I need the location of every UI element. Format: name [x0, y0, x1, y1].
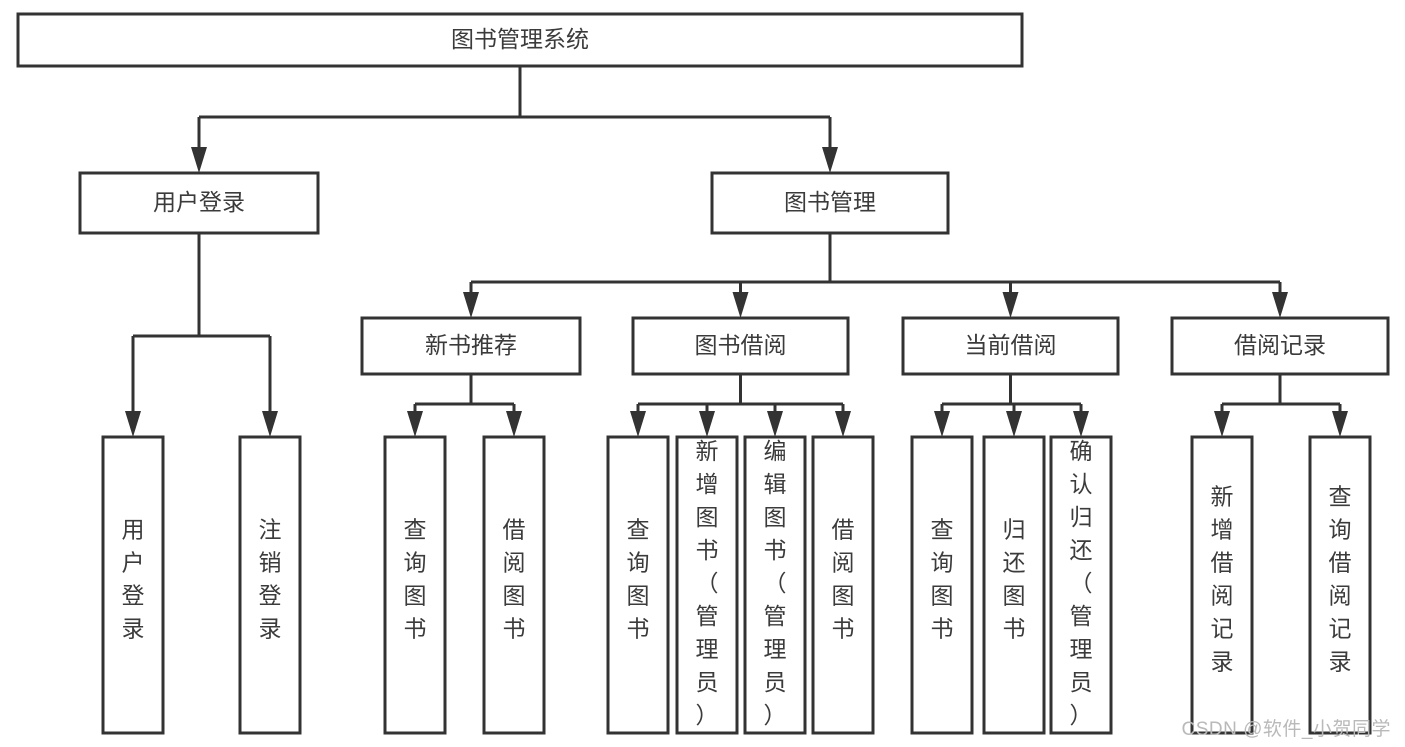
node-label: 编辑图书（管理员）: [764, 438, 787, 728]
arrow-head-icon: [1002, 292, 1019, 318]
node-box[interactable]: [910, 435, 974, 735]
node-leaf-borrow-book-2[interactable]: 借阅图书: [811, 435, 875, 735]
node-leaf-query-book-1[interactable]: 查询图书: [383, 435, 447, 735]
arrow-head-icon: [262, 411, 278, 437]
arrow-head-icon: [1073, 411, 1089, 437]
node-leaf-query-book-2[interactable]: 查询图书: [606, 435, 670, 735]
node-leaf-query-record[interactable]: 查询借阅记录: [1308, 435, 1372, 735]
arrow-head-icon: [822, 147, 838, 173]
node-box[interactable]: [101, 435, 165, 735]
arrow-head-icon: [463, 292, 479, 318]
node-box[interactable]: [78, 171, 320, 235]
node-label: 新书推荐: [425, 332, 517, 358]
connector-group: [125, 233, 278, 437]
node-box[interactable]: [16, 12, 1024, 68]
node-box[interactable]: [1170, 316, 1390, 376]
arrow-head-icon: [699, 411, 715, 437]
node-root[interactable]: 图书管理系统: [16, 12, 1024, 68]
node-box[interactable]: [360, 316, 582, 376]
node-book-borrow[interactable]: 图书借阅: [631, 316, 850, 376]
node-label: 图书借阅: [695, 332, 787, 358]
node-borrow-record[interactable]: 借阅记录: [1170, 316, 1390, 376]
node-box[interactable]: [982, 435, 1046, 735]
node-new-book-recommend[interactable]: 新书推荐: [360, 316, 582, 376]
node-label: 查询图书: [931, 517, 954, 642]
arrow-head-icon: [125, 411, 141, 437]
arrow-head-icon: [1332, 411, 1348, 437]
node-label: 用户登录: [122, 517, 145, 642]
node-label: 查询借阅记录: [1329, 484, 1352, 675]
node-label: 查询图书: [627, 517, 650, 642]
node-box[interactable]: [606, 435, 670, 735]
node-label: 注销登录: [259, 517, 282, 642]
node-leaf-user-login[interactable]: 用户登录: [101, 435, 165, 735]
connector-group: [934, 374, 1089, 437]
node-leaf-edit-book[interactable]: 编辑图书（管理员）: [743, 435, 807, 735]
node-label: 图书管理: [784, 189, 876, 215]
node-leaf-return-book[interactable]: 归还图书: [982, 435, 1046, 735]
node-box[interactable]: [238, 435, 302, 735]
node-box[interactable]: [1190, 435, 1254, 735]
arrow-head-icon: [191, 147, 207, 173]
node-current-borrow[interactable]: 当前借阅: [901, 316, 1120, 376]
node-user-login[interactable]: 用户登录: [78, 171, 320, 235]
node-label: 查询图书: [404, 517, 427, 642]
node-label: 当前借阅: [965, 332, 1057, 358]
node-box[interactable]: [383, 435, 447, 735]
node-label: 借阅记录: [1234, 332, 1326, 358]
arrow-head-icon: [1272, 292, 1288, 318]
arrow-head-icon: [407, 411, 423, 437]
arrow-head-icon: [630, 411, 646, 437]
node-leaf-borrow-book-1[interactable]: 借阅图书: [482, 435, 546, 735]
connector-group: [407, 374, 522, 437]
node-layer: 图书管理系统用户登录图书管理新书推荐图书借阅当前借阅借阅记录用户登录注销登录查询…: [16, 12, 1390, 735]
node-box[interactable]: [675, 435, 739, 735]
node-book-manage[interactable]: 图书管理: [710, 171, 950, 235]
arrow-head-icon: [934, 411, 950, 437]
arrow-head-icon: [1006, 411, 1022, 437]
node-box[interactable]: [1308, 435, 1372, 735]
connector-group: [630, 374, 851, 437]
node-label: 归还图书: [1003, 517, 1026, 642]
node-leaf-confirm-return[interactable]: 确认归还（管理员）: [1049, 435, 1113, 735]
arrow-head-icon: [1214, 411, 1230, 437]
node-leaf-logout[interactable]: 注销登录: [238, 435, 302, 735]
node-label: 确认归还（管理员）: [1070, 438, 1093, 728]
node-box[interactable]: [901, 316, 1120, 376]
arrow-head-icon: [835, 411, 851, 437]
connector-group: [1214, 374, 1348, 437]
node-box[interactable]: [743, 435, 807, 735]
node-label: 用户登录: [153, 189, 245, 215]
connector-group: [463, 233, 1288, 318]
node-label: 借阅图书: [503, 517, 526, 642]
node-leaf-add-book[interactable]: 新增图书（管理员）: [675, 435, 739, 735]
node-leaf-add-record[interactable]: 新增借阅记录: [1190, 435, 1254, 735]
node-box[interactable]: [482, 435, 546, 735]
node-label: 图书管理系统: [451, 26, 589, 52]
edge-layer: [125, 66, 1348, 437]
node-box[interactable]: [811, 435, 875, 735]
node-box[interactable]: [1049, 435, 1113, 735]
arrow-head-icon: [506, 411, 522, 437]
arrow-head-icon: [732, 292, 749, 318]
node-leaf-query-book-3[interactable]: 查询图书: [910, 435, 974, 735]
node-label: 新增图书（管理员）: [696, 438, 719, 728]
node-label: 借阅图书: [832, 517, 855, 642]
node-label: 新增借阅记录: [1211, 484, 1234, 675]
node-box[interactable]: [710, 171, 950, 235]
connector-group: [191, 66, 838, 173]
arrow-head-icon: [767, 411, 783, 437]
node-box[interactable]: [631, 316, 850, 376]
